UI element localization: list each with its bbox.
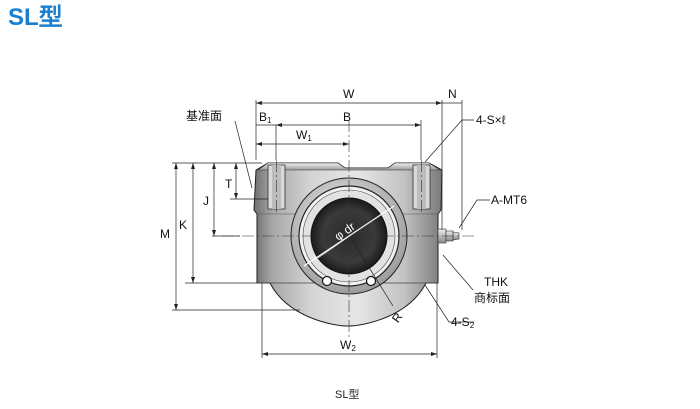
- base-surface-leader: [234, 120, 253, 189]
- dim-M: M: [160, 227, 170, 241]
- dim-B1: B1: [259, 110, 272, 125]
- tapped-holes: [267, 160, 431, 214]
- left-dimensions: [172, 162, 300, 311]
- dim-B: B: [343, 110, 351, 124]
- s2-label: 4-S2: [451, 315, 475, 330]
- bottom-dimension: [261, 283, 438, 358]
- brand-surface-leader: [442, 254, 474, 291]
- dim-T: T: [225, 177, 233, 191]
- thk-label: THK: [484, 275, 508, 289]
- amt6-label: A-MT6: [491, 193, 527, 207]
- dim-W: W: [343, 87, 355, 101]
- figure-caption: SL型: [335, 387, 359, 401]
- r-leader: [351, 239, 394, 307]
- dim-N: N: [448, 87, 457, 101]
- s-holes-leader: [424, 119, 474, 163]
- brand-surface-label: 商标面: [474, 290, 510, 305]
- dim-W1: W1: [296, 128, 312, 143]
- base-surface-label: 基准面: [186, 109, 222, 123]
- dr-leader: [303, 205, 395, 267]
- dim-J: J: [203, 194, 209, 208]
- s-holes-label: 4-S×ℓ: [476, 113, 506, 127]
- page-title: SL型: [8, 4, 63, 31]
- dim-K: K: [179, 218, 187, 232]
- top-dimensions: [255, 100, 463, 230]
- s2-leader: [424, 284, 474, 323]
- dim-W2: W2: [340, 338, 356, 353]
- amt6-leader: [458, 199, 490, 229]
